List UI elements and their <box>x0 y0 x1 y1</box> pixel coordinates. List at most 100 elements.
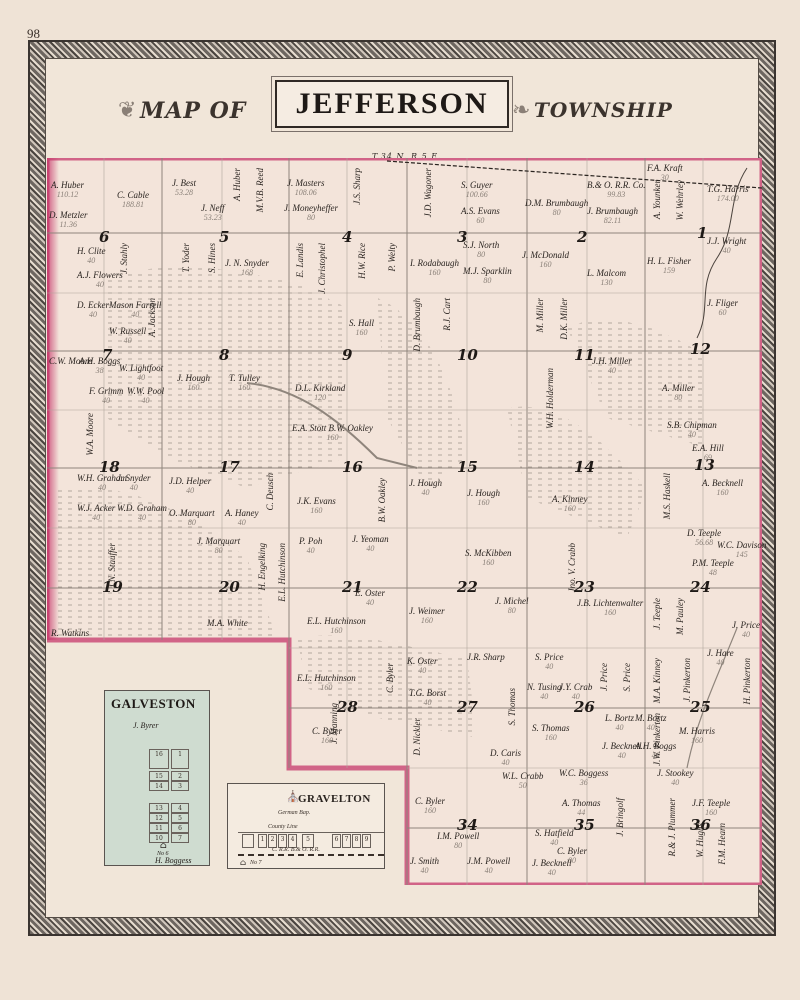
flourish-icon: ❦ <box>118 98 137 123</box>
parcel: J.N. Stauffer <box>107 543 117 588</box>
acreage: 160 <box>420 616 433 625</box>
parcel: H.W. Rice <box>357 243 367 279</box>
parcel: S. Hines <box>207 243 217 273</box>
owner-name: A. Miller <box>662 383 695 393</box>
galveston-inset: GALVESTON J. Byrer 16 15 14 13 12 11 10 … <box>104 690 210 866</box>
acreage: 80 <box>674 393 683 402</box>
lot: 15 <box>149 771 169 781</box>
acreage: 120 <box>314 393 327 402</box>
parcel: R.J. Cart <box>442 298 452 331</box>
acreage: 40 <box>88 310 97 319</box>
title-suffix: TOWNSHIP <box>534 98 673 122</box>
acreage: 160 <box>477 498 490 507</box>
lot: 4 <box>288 834 297 848</box>
acreage: 80 <box>507 606 516 615</box>
lot: 3 <box>278 834 287 848</box>
owner-name: J. Snyder <box>117 473 151 483</box>
acreage: 160 <box>604 608 617 617</box>
owner-name: J. Manning <box>329 703 339 744</box>
section-number: 15 <box>457 458 478 476</box>
lot: 12 <box>149 813 169 823</box>
owner-name: S. Hall <box>349 318 375 328</box>
owner-name: S. Guyer <box>461 180 493 190</box>
acreage: 40 <box>131 310 140 319</box>
owner-name: E.A. Stott B.W. Oakley <box>292 423 373 433</box>
owner-name: T.G. Borst <box>409 688 447 698</box>
parcel: E. Landis <box>295 243 305 278</box>
owner-name: P. Welty <box>387 243 397 272</box>
section-number: 23 <box>574 578 595 596</box>
owner-name: A. Younker <box>652 180 662 220</box>
owner-name: C. Cable <box>117 190 150 200</box>
section-number: 21 <box>342 578 363 596</box>
owner-name: M.A. Kinney <box>652 658 662 704</box>
section-number: 9 <box>342 346 353 364</box>
owner-name: W. Hughs <box>695 823 705 858</box>
owner-name: H. Clite <box>77 246 106 256</box>
owner-name: J. Stahly <box>119 243 129 274</box>
owner-name: J. Brumbaugh <box>587 206 638 216</box>
owner-name: S. Thomas <box>507 688 517 726</box>
owner-name: J. Byrer <box>133 721 159 730</box>
owner-name: J. Masters <box>287 178 325 188</box>
title-prefix: MAP OF <box>140 98 247 124</box>
gravelton-title: GRAVELTON <box>298 793 371 805</box>
owner-name: J. Moneyheffer <box>284 203 338 213</box>
parcel: S. Thomas <box>507 688 517 726</box>
owner-name: J. Stookey <box>657 768 694 778</box>
acreage: 40 <box>87 256 96 265</box>
parcel: M. Miller <box>535 298 545 333</box>
owner-name: P.M. Teeple <box>692 558 734 568</box>
parcel: A. Huber <box>232 168 242 201</box>
owner-name: W.H. Graham <box>77 473 127 483</box>
owner-name: R.& J. Plummer <box>667 798 677 857</box>
acreage: 40 <box>123 336 132 345</box>
section-number: 6 <box>99 228 110 246</box>
section-number: 7 <box>102 346 113 364</box>
owner-name: C. Byler <box>557 846 587 856</box>
lot: 6 <box>332 834 341 848</box>
acreage: 174.00 <box>716 194 739 203</box>
acreage: 160 <box>539 260 552 269</box>
acreage: 40 <box>92 513 101 522</box>
acreage: 40 <box>716 658 725 667</box>
church-label: German Bap. <box>278 810 311 816</box>
acreage: 36 <box>579 778 588 787</box>
owner-name: T. Yoder <box>181 243 191 273</box>
owner-name: P. Poh <box>299 536 323 546</box>
owner-name: J. Hough <box>409 478 442 488</box>
acreage: 80 <box>483 276 492 285</box>
lot: 7 <box>171 833 189 843</box>
owner-name: F.A. Kraft <box>647 163 683 173</box>
owner-name: W.D. Graham <box>117 503 167 513</box>
parcel: M. Pauley <box>675 598 685 635</box>
school-label: No 6 <box>157 851 169 857</box>
parcel: J. Manning <box>329 703 339 744</box>
map-title: ❦ MAP OF JEFFERSON ❧ TOWNSHIP <box>0 78 800 138</box>
section-number: 5 <box>219 228 230 246</box>
owner-name: M.A. White <box>207 618 248 628</box>
